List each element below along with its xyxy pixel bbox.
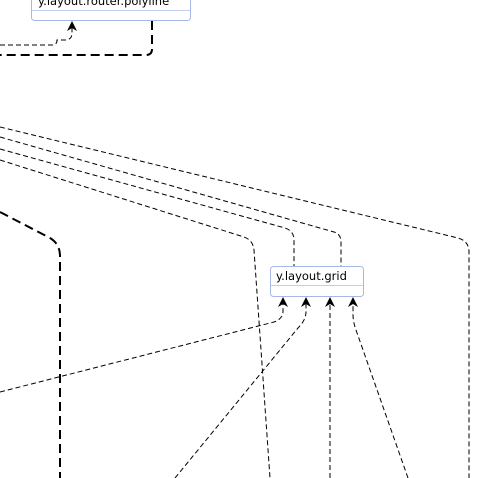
arrowhead-grid-bottom-2 [301,297,311,307]
arrowhead-grid-bottom-1 [278,297,288,307]
node-grid[interactable]: y.layout.grid [270,266,364,297]
node-grid-label: y.layout.grid [276,269,347,283]
edge-bottom-to-grid-2 [174,300,307,478]
edge-bottom-to-grid-4 [352,300,409,478]
edge-left-to-router-polyline [0,24,73,46]
edge-bold-left-column [0,211,61,478]
edge-left-to-grid-left-top [0,148,295,266]
node-router-polyline[interactable]: y.layout.router.polyline [31,0,191,21]
arrowhead-router-polyline [67,21,77,31]
edge-left-to-bottom-column [0,159,271,478]
edge-left-to-right-column [0,126,470,478]
arrowhead-grid-bottom-4 [348,297,358,307]
edge-left-to-grid-bottom-1 [0,300,284,393]
edge-left-to-grid-right-top [0,136,342,266]
node-router-polyline-label: y.layout.router.polyline [38,0,169,8]
edge-router-polyline-out [0,21,153,56]
node-grid-box [270,266,364,297]
arrowhead-grid-bottom-3 [325,297,335,307]
